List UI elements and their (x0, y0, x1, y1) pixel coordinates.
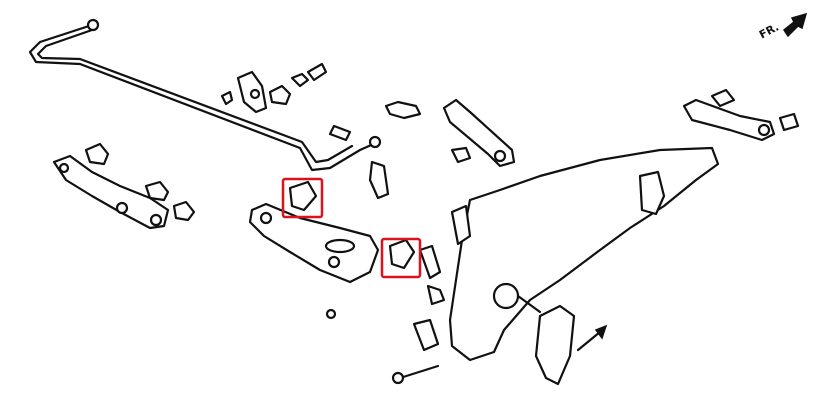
trailing-arm-left (52, 142, 196, 230)
highlight-box-bushing-2 (380, 237, 422, 279)
upper-link (442, 88, 800, 168)
arrow-up-right-icon (782, 12, 808, 38)
stabilizer-bracket (220, 62, 328, 114)
trailing-arm-knuckle (391, 146, 720, 386)
stabilizer-bar (28, 18, 382, 172)
highlight-box-bushing-1 (281, 177, 324, 219)
link-bushings (328, 100, 422, 200)
lower-arm (248, 180, 416, 320)
